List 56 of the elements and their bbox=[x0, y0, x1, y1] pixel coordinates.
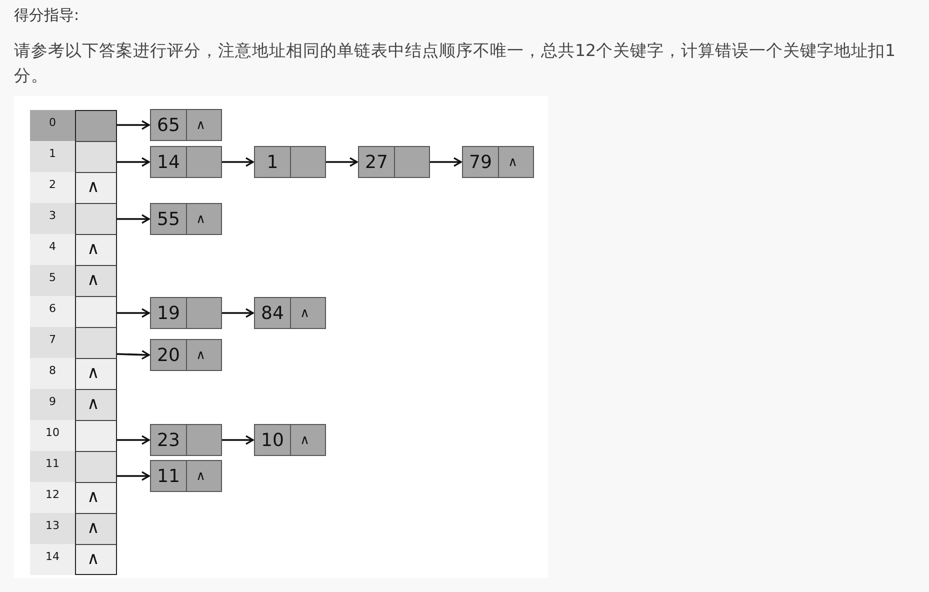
index-cell: 4 bbox=[30, 234, 75, 265]
instruction-text: 请参考以下答案进行评分，注意地址相同的单链表中结点顺序不唯一，总共12个关键字，计算错误一个关键字地址扣1分。 bbox=[14, 40, 896, 87]
list-node: 84 ∧ bbox=[254, 297, 326, 329]
index-cell: 12 bbox=[30, 482, 75, 513]
index-cell: 2 bbox=[30, 172, 75, 203]
list-node: 10 ∧ bbox=[254, 424, 326, 456]
pointer-cell: ∧ bbox=[75, 389, 117, 420]
pointer-cell bbox=[75, 203, 117, 234]
arrow bbox=[222, 157, 254, 167]
arrow bbox=[326, 157, 358, 167]
list-node: 14 bbox=[150, 146, 222, 178]
index-cell: 9 bbox=[30, 389, 75, 420]
pointer-cell: ∧ bbox=[75, 358, 117, 389]
index-cell: 5 bbox=[30, 265, 75, 296]
index-cell: 10 bbox=[30, 420, 75, 451]
list-node: 55 ∧ bbox=[150, 203, 222, 235]
index-cell: 3 bbox=[30, 203, 75, 234]
list-node: 27 bbox=[358, 146, 430, 178]
pointer-cell bbox=[75, 420, 117, 451]
list-node: 11 ∧ bbox=[150, 460, 222, 492]
arrow bbox=[117, 157, 150, 167]
arrow bbox=[117, 214, 150, 224]
pointer-cell bbox=[75, 451, 117, 482]
index-cell: 0 bbox=[30, 110, 75, 141]
index-cell: 13 bbox=[30, 513, 75, 544]
pointer-cell: ∧ bbox=[75, 172, 117, 203]
pointer-cell: ∧ bbox=[75, 265, 117, 296]
arrow bbox=[116, 350, 150, 360]
arrow bbox=[117, 120, 150, 130]
pointer-cell bbox=[75, 141, 117, 172]
index-cell: 14 bbox=[30, 544, 75, 575]
list-node: 1 bbox=[254, 146, 326, 178]
arrow bbox=[222, 308, 254, 318]
pointer-cell: ∧ bbox=[75, 513, 117, 544]
list-node: 65 ∧ bbox=[150, 109, 222, 141]
index-cell: 7 bbox=[30, 327, 75, 358]
list-node: 20 ∧ bbox=[150, 339, 222, 371]
list-node: 19 bbox=[150, 297, 222, 329]
arrow bbox=[117, 308, 150, 318]
arrow bbox=[222, 435, 254, 445]
pointer-cell bbox=[75, 296, 117, 327]
index-cell: 1 bbox=[30, 141, 75, 172]
index-cell: 11 bbox=[30, 451, 75, 482]
pointer-cell bbox=[75, 327, 117, 358]
pointer-cell: ∧ bbox=[75, 482, 117, 513]
list-node: 23 bbox=[150, 424, 222, 456]
index-cell: 8 bbox=[30, 358, 75, 389]
list-node: 79 ∧ bbox=[462, 146, 534, 178]
index-cell: 6 bbox=[30, 296, 75, 327]
pointer-cell: ∧ bbox=[75, 234, 117, 265]
arrow bbox=[117, 471, 150, 481]
arrow bbox=[117, 435, 150, 445]
heading: 得分指导: bbox=[14, 6, 80, 25]
pointer-cell bbox=[75, 110, 117, 141]
arrow bbox=[430, 157, 462, 167]
pointer-cell: ∧ bbox=[75, 544, 117, 575]
